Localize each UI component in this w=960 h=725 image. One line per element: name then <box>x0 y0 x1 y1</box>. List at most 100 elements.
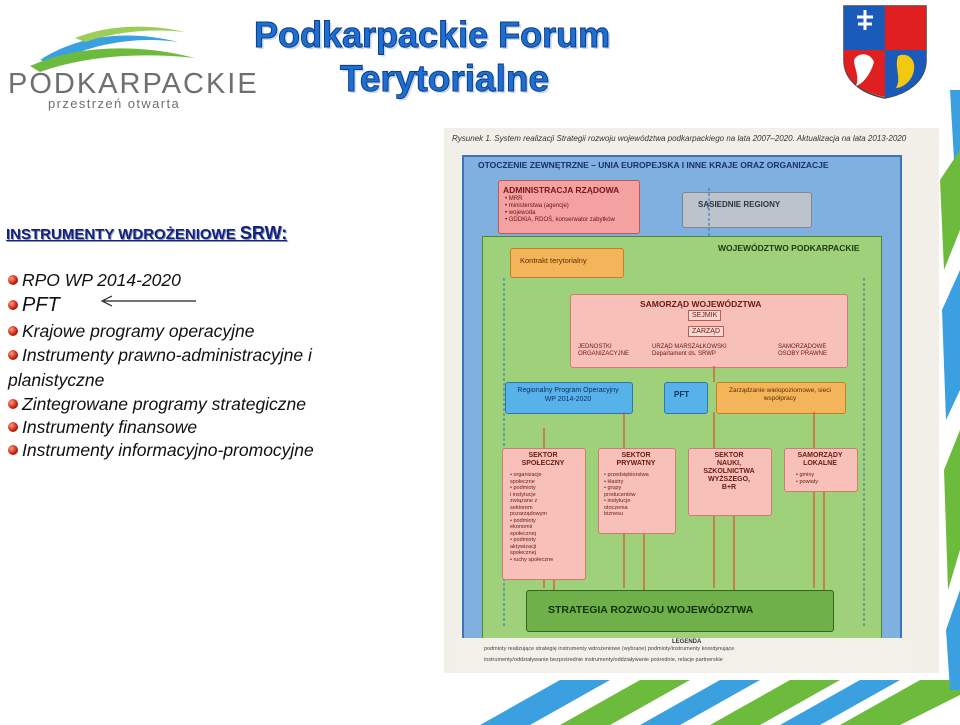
decorative-side-stripes <box>940 90 960 690</box>
sector-item: sektorem <box>510 504 533 511</box>
list-item: PFT <box>8 294 60 317</box>
list-item-label: Instrumenty informacyjno-promocyjne <box>22 440 314 460</box>
units-line: JEDNOSTKI <box>578 344 612 350</box>
logo-swoosh-icon <box>30 26 195 72</box>
sector-item: • organizacje <box>510 472 542 478</box>
sector-item: producentów <box>604 491 636 498</box>
persons-line: OSOBY PRAWNE <box>778 351 828 357</box>
logo-tagline: przestrzeń otwarta <box>48 96 181 111</box>
section-heading: INSTRUMENTY WDROŻENIOWE SRW: <box>6 223 287 244</box>
list-item-label: PFT <box>22 294 60 316</box>
list-item-label: Krajowe programy operacyjne <box>22 321 255 341</box>
sector-item: ekonomii <box>510 524 533 530</box>
pft-label: PFT <box>674 390 690 399</box>
legal-persons: SAMORZĄDOWE OSOBY PRAWNE <box>778 344 827 358</box>
bullet-icon <box>8 326 18 336</box>
sector-item: aktywizacji <box>510 543 537 550</box>
sector-item: otoczenia <box>604 504 628 511</box>
list-item-continuation: planistyczne <box>8 370 105 390</box>
external-environment-label: OTOCZENIE ZEWNĘTRZNE – UNIA EUROPEJSKA I… <box>478 160 829 170</box>
sector-item: • grupy <box>604 485 622 491</box>
rpo-label: Regionalny Program Operacyjny WP 2014-20… <box>517 387 619 403</box>
page-title-line2: Terytorialne <box>339 58 550 100</box>
bullet-icon <box>8 445 18 455</box>
government-items: • MRR • ministerstwa (agencje) • wojewod… <box>505 196 615 224</box>
sector-item: społecznej <box>510 530 536 537</box>
bullet-icon <box>8 275 18 285</box>
government-item: • wojewoda <box>505 210 536 216</box>
sector-item: biznesu <box>604 511 623 517</box>
list-item: Instrumenty prawno-administracyjne i <box>8 345 312 366</box>
sector-item: • podmioty <box>510 485 536 491</box>
sector-title-line: SEKTOR <box>528 452 558 459</box>
legend-title: LEGENDA <box>672 639 702 645</box>
list-item-label: RPO WP 2014-2020 <box>22 270 181 290</box>
bullet-icon <box>8 300 18 310</box>
self-government-title: SAMORZĄD WOJEWÓDZTWA <box>640 299 762 309</box>
social-sector-title: SEKTOR SPOŁECZNY <box>508 452 578 468</box>
sejmik-label: SEJMIK <box>688 310 722 321</box>
page-title-line1: Podkarpackie Forum <box>253 14 611 56</box>
list-item-label: Instrumenty finansowe <box>22 417 198 437</box>
legend-line: instrumenty/oddziaływanie bezpośrednie i… <box>484 657 723 663</box>
sector-item: • instytucje <box>604 498 631 504</box>
list-item: Instrumenty finansowe <box>8 417 197 438</box>
diagram-caption: Rysunek 1. System realizacji Strategii r… <box>452 134 907 143</box>
government-title: ADMINISTRACJA RZĄDOWA <box>503 185 620 195</box>
list-item: RPO WP 2014-2020 <box>8 270 181 291</box>
sector-title-line: PRYWATNY <box>616 460 656 467</box>
list-item: Instrumenty informacyjno-promocyjne <box>8 440 314 461</box>
rpo-box <box>505 382 633 414</box>
neighbour-regions-box <box>682 192 812 228</box>
contract-label: Kontrakt terytorialny <box>520 256 587 265</box>
strategy-box <box>526 590 834 632</box>
decorative-stripes <box>480 680 960 725</box>
sector-item: • powiaty <box>796 478 819 485</box>
multilevel-management-box <box>716 382 846 414</box>
sector-item: • ruchy społeczne <box>510 556 554 563</box>
local-government-title: SAMORZĄDY LOKALNE <box>788 452 852 468</box>
sector-item: związane z <box>510 498 538 504</box>
voivodeship-crest-icon <box>840 2 930 100</box>
sector-item: • gminy <box>796 472 815 478</box>
sector-title-line: B+R <box>721 484 737 491</box>
list-item-label: Instrumenty prawno-administracyjne i <box>22 345 312 365</box>
social-sector-box <box>502 448 586 580</box>
local-government-box <box>784 448 858 492</box>
government-item: • ministerstwa (agencje) <box>505 203 569 209</box>
contract-box <box>510 248 624 278</box>
legend-box <box>452 638 912 672</box>
private-sector-items: • przedsiębiorstwa • klastry • grupy pro… <box>604 472 649 518</box>
neighbour-regions-label: SĄSIEDNIE REGIONY <box>698 200 781 209</box>
heading-srw: SRW: <box>239 223 288 243</box>
marshal-office: URZĄD MARSZAŁKOWSKI Departament ds. SRWP <box>652 344 727 358</box>
marshal-line: Departament ds. SRWP <box>652 351 716 357</box>
sector-title-line: LOKALNE <box>803 460 837 467</box>
bullet-icon <box>8 399 18 409</box>
sector-item: społeczne <box>510 478 535 485</box>
private-sector-title: SEKTOR PRYWATNY <box>602 452 670 468</box>
sector-title-line: SPOŁECZNY <box>521 460 565 467</box>
sector-item: • przedsiębiorstwa <box>604 472 649 478</box>
social-sector-items: • organizacje społeczne • podmioty i ins… <box>510 472 553 563</box>
sector-item: • podmioty <box>510 537 536 543</box>
list-item: Zintegrowane programy strategiczne <box>8 394 306 415</box>
sector-item: pozarządowym <box>510 511 547 517</box>
list-item-label: Zintegrowane programy strategiczne <box>22 394 307 414</box>
sector-item: społecznej <box>510 550 536 556</box>
science-sector-title: SEKTOR NAUKI, SZKOLNICTWA WYŻSZEGO, B+R <box>692 452 766 492</box>
local-government-items: • gminy • powiaty <box>796 472 818 485</box>
private-sector-box <box>598 448 676 534</box>
zarzad-label: ZARZĄD <box>688 326 724 337</box>
pft-box <box>664 382 708 414</box>
podkarpackie-logo <box>0 22 225 117</box>
government-item: • GDDKiA, RDOŚ, konserwator zabytków <box>505 217 615 223</box>
sector-title-line: SEKTOR <box>714 452 744 459</box>
multilevel-management-label: Zarządzanie wielopoziomowe, sieci współp… <box>729 387 831 402</box>
strategy-label: STRATEGIA ROZWOJU WOJEWÓDZTWA <box>548 604 754 616</box>
list-item: Krajowe programy operacyjne <box>8 321 254 342</box>
logo-wordmark: PODKARPACKIE <box>8 68 259 100</box>
units-line: ORGANIZACYJNE <box>578 351 630 357</box>
voivodeship-label: WOJEWÓDZTWO PODKARPACKIE <box>718 243 860 253</box>
sector-item: • klastry <box>604 478 624 485</box>
